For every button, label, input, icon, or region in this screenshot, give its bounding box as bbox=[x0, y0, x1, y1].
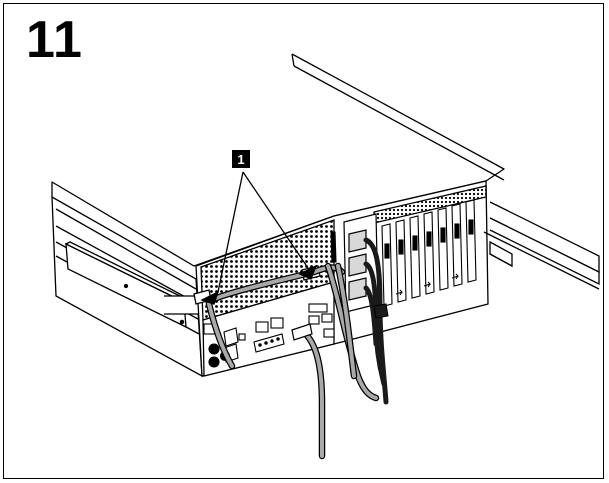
callout-1-label: 1 bbox=[237, 152, 244, 167]
pointer-arrow-icon bbox=[298, 264, 318, 280]
slide-rail-left bbox=[64, 241, 200, 329]
power-cables bbox=[363, 237, 389, 405]
slide-rail-right bbox=[483, 201, 600, 290]
callout-leader-lines bbox=[200, 171, 318, 305]
pci-slots bbox=[381, 199, 477, 307]
power-supplies bbox=[343, 213, 379, 313]
pointer-arrow-icon bbox=[200, 290, 220, 305]
callout-1: 1 bbox=[232, 150, 250, 168]
server-rear-illustration: 1 bbox=[51, 53, 600, 460]
step-number: 11 bbox=[26, 11, 83, 69]
callout-box-icon bbox=[232, 150, 250, 168]
figure-frame: 11 bbox=[3, 3, 604, 479]
